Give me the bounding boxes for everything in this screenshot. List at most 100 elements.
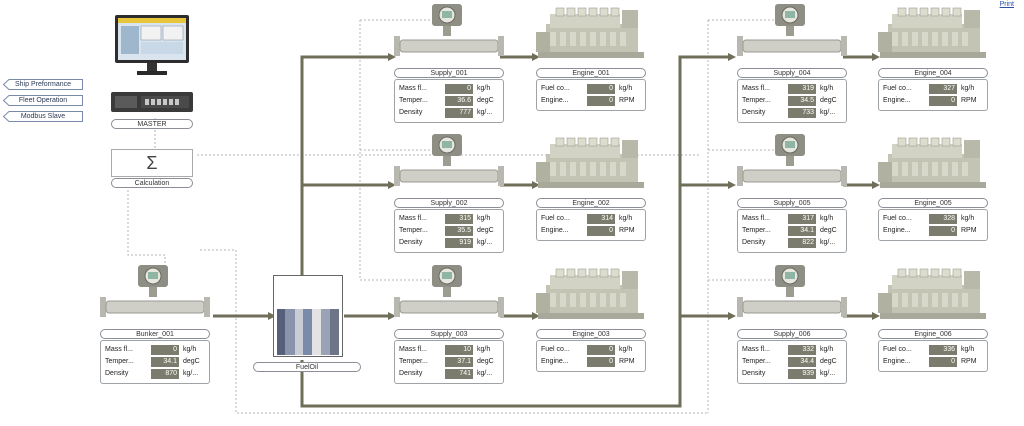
- readout-unit: kg/h: [961, 215, 975, 222]
- readout-unit: RPM: [619, 227, 635, 234]
- sigma-icon[interactable]: Σ: [111, 149, 193, 177]
- readout-label: Fuel co...: [541, 346, 570, 353]
- readout-label: Density: [742, 239, 766, 246]
- readout-value: 315: [445, 214, 473, 224]
- readout-value: 0: [929, 96, 957, 106]
- readout-unit: kg/h: [477, 346, 491, 353]
- engine-name-label[interactable]: Engine_002: [536, 198, 646, 208]
- engine-icon[interactable]: [536, 6, 646, 64]
- readout-value: 10: [445, 345, 473, 355]
- engine-name-label[interactable]: Engine_001: [536, 68, 646, 78]
- engine-name-label[interactable]: Engine_005: [878, 198, 988, 208]
- flowmeter-icon[interactable]: [394, 2, 504, 64]
- readout-label: Density: [742, 109, 766, 116]
- side-link-label: Modbus Slave: [20, 113, 66, 120]
- flowmeter-icon[interactable]: [394, 132, 504, 194]
- readout-unit: kg/h: [820, 85, 834, 92]
- readout-unit: degC: [477, 358, 494, 365]
- calculation-label: Calculation: [111, 178, 193, 188]
- engine-name-label[interactable]: Engine_006: [878, 329, 988, 339]
- readout-unit: degC: [820, 97, 837, 104]
- readout-unit: degC: [477, 227, 494, 234]
- readout-label: Mass fl...: [742, 215, 771, 222]
- readout-value: 822: [788, 238, 816, 248]
- engine-icon[interactable]: [878, 6, 988, 64]
- server-icon: [111, 90, 193, 114]
- readout-value: 34.5: [788, 96, 816, 106]
- readout-unit: RPM: [961, 97, 977, 104]
- readout-unit: degC: [183, 358, 200, 365]
- flowmeter-icon[interactable]: [737, 2, 847, 64]
- readout-row: Density 822 kg/...: [742, 238, 850, 248]
- supply-name-label[interactable]: Supply_003: [394, 329, 504, 339]
- supply-name-label[interactable]: Supply_002: [394, 198, 504, 208]
- readout-label: Temper...: [742, 97, 771, 104]
- readout-label: Fuel co...: [883, 215, 912, 222]
- readout-label: Mass fl...: [399, 215, 428, 222]
- readout-unit: kg/...: [477, 109, 493, 116]
- readout-value: 327: [929, 84, 957, 94]
- supply-name-label[interactable]: Supply_005: [737, 198, 847, 208]
- readout-value: 34.4: [788, 357, 816, 367]
- flowmeter-icon[interactable]: [737, 132, 847, 194]
- readout-value: 870: [151, 369, 179, 379]
- readout-value: 741: [445, 369, 473, 379]
- readout-label: Mass fl...: [105, 346, 134, 353]
- master-label: MASTER: [111, 119, 193, 129]
- readout-value: 0: [445, 84, 473, 94]
- tank-icon: [273, 275, 343, 357]
- flowmeter-icon[interactable]: [737, 263, 847, 325]
- engine-name-label[interactable]: Engine_003: [536, 329, 646, 339]
- readout-unit: kg/h: [961, 85, 975, 92]
- readout-label: Mass fl...: [742, 85, 771, 92]
- supply-name-label[interactable]: Supply_001: [394, 68, 504, 78]
- bunker-name-label[interactable]: Bunker_001: [100, 329, 210, 339]
- readout-value: 939: [788, 369, 816, 379]
- readout-value: 0: [587, 96, 615, 106]
- readout-unit: RPM: [961, 358, 977, 365]
- flowmeter-icon[interactable]: [394, 263, 504, 325]
- readout-value: 36.6: [445, 96, 473, 106]
- flowmeter-icon[interactable]: [100, 263, 210, 325]
- print-link[interactable]: Print: [999, 1, 1014, 8]
- readout-value: 332: [788, 345, 816, 355]
- readout-unit: kg/h: [477, 85, 491, 92]
- side-link-1[interactable]: Fleet Operation: [3, 95, 83, 106]
- supply-name-label[interactable]: Supply_004: [737, 68, 847, 78]
- readout-label: Temper...: [399, 227, 428, 234]
- readout-label: Engine...: [541, 97, 569, 104]
- engine-icon[interactable]: [536, 136, 646, 194]
- engine-name-label[interactable]: Engine_004: [878, 68, 988, 78]
- engine-icon[interactable]: [878, 136, 988, 194]
- readout-label: Temper...: [742, 358, 771, 365]
- readout-unit: kg/h: [961, 346, 975, 353]
- side-link-0[interactable]: Ship Preformance: [3, 79, 83, 90]
- side-link-2[interactable]: Modbus Slave: [3, 111, 83, 122]
- engine-icon[interactable]: [536, 267, 646, 325]
- readout-label: Density: [399, 239, 423, 246]
- engine-icon[interactable]: [878, 267, 988, 325]
- readout-unit: kg/h: [619, 346, 633, 353]
- readout-unit: kg/...: [820, 239, 836, 246]
- readout-label: Engine...: [883, 227, 911, 234]
- readout-label: Mass fl...: [399, 346, 428, 353]
- supply-name-label[interactable]: Supply_006: [737, 329, 847, 339]
- readout-value: 34.1: [151, 357, 179, 367]
